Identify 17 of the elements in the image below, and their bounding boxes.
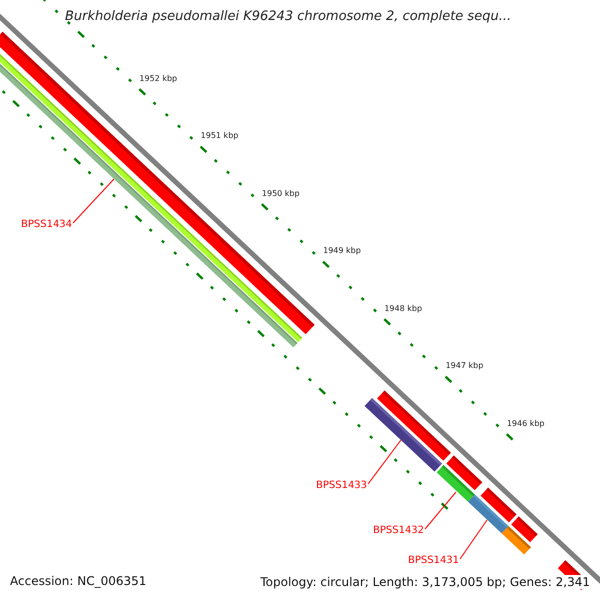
- title: Burkholderia pseudomallei K96243 chromosome 2, complete sequ...: [65, 10, 512, 23]
- scale-label: 1950 kbp: [262, 190, 300, 198]
- scale-label: 1952 kbp: [139, 74, 178, 83]
- gene-label: BPSS1432: [373, 526, 424, 536]
- scale-label: 1947 kbp: [446, 362, 484, 370]
- scale-label: 1951 kbp: [200, 132, 238, 140]
- leader-line: [72, 178, 114, 224]
- scale-label: 1948 kbp: [384, 304, 422, 313]
- summary-text: Topology: circular; Length: 3,173,005 bp; Genes: 2,341: [260, 575, 590, 589]
- accession-text: Accession: NC_006351: [10, 575, 146, 587]
- gene-label: BPSS1434: [21, 220, 72, 230]
- scale-label: 1949 kbp: [323, 247, 361, 256]
- gene-label: BPSS1433: [316, 481, 368, 491]
- leader-line: [368, 440, 402, 484]
- scale-label: 1946 kbp: [506, 420, 545, 428]
- gene-label: BPSS1431: [408, 556, 460, 566]
- leader-line: [460, 520, 488, 560]
